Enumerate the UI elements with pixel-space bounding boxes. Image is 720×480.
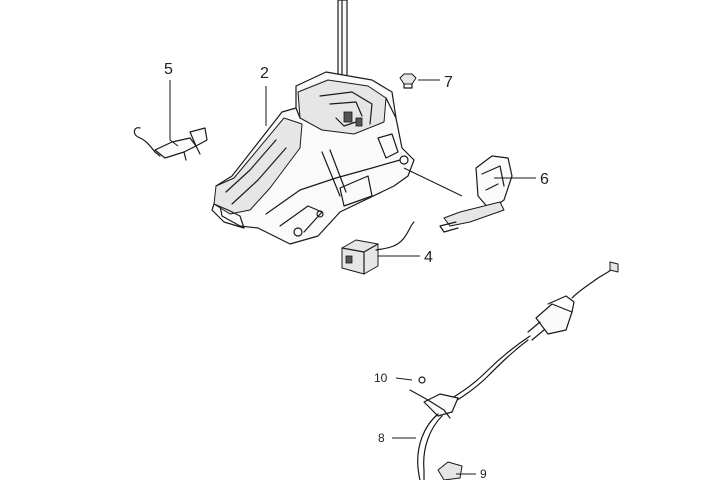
callout-5: 5 — [164, 61, 173, 78]
part-8-shift-cable — [409, 261, 619, 480]
leader-6b — [403, 167, 463, 197]
callout-4: 4 — [424, 249, 433, 266]
leader-5 — [169, 80, 179, 147]
leader-10 — [395, 377, 413, 381]
part-4-connector — [341, 221, 415, 275]
callout-10: 10 — [374, 371, 388, 385]
part-7-nut — [399, 73, 417, 89]
callout-9: 9 — [480, 467, 487, 480]
callout-2: 2 — [260, 65, 269, 82]
part-6-bracket — [439, 155, 513, 233]
callout-7: 7 — [444, 74, 453, 91]
callout-6: 6 — [540, 171, 549, 188]
leader-lines — [169, 79, 536, 475]
part-5-sensor-bracket — [133, 127, 208, 161]
callout-8: 8 — [378, 431, 385, 445]
part-2-shifter-housing — [211, 0, 415, 245]
